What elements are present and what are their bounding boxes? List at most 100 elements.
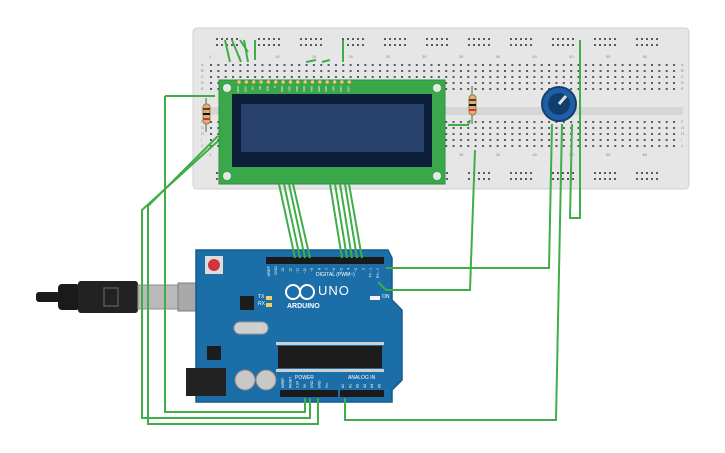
breadboard-hole (609, 172, 611, 174)
breadboard-hole (483, 172, 485, 174)
lcd-pin (310, 79, 315, 85)
breadboard-hole (577, 145, 580, 147)
breadboard-hole (614, 82, 617, 84)
wire[interactable] (243, 39, 249, 63)
breadboard-hole (467, 64, 470, 66)
breadboard-hole (357, 38, 359, 40)
breadboard-hole (651, 178, 653, 180)
breadboard-hole (504, 64, 506, 66)
breadboard-hole (261, 70, 264, 72)
wire[interactable] (141, 140, 311, 419)
breadboard-hole (599, 121, 602, 123)
analog-label: ANALOG IN (348, 375, 376, 381)
lcd-pin (332, 79, 337, 85)
breadboard-hole (467, 82, 470, 84)
lcd-mount-hole (433, 84, 441, 92)
wire[interactable] (348, 183, 363, 259)
breadboard-hole (567, 178, 569, 180)
breadboard-hole (548, 64, 551, 66)
breadboard-hole (555, 127, 558, 129)
breadboard-hole (604, 44, 606, 46)
wire[interactable] (448, 119, 471, 126)
breadboard-hole (636, 133, 639, 135)
breadboard-hole (628, 82, 631, 84)
breadboard-hole (389, 44, 391, 46)
breadboard-hole (510, 172, 512, 174)
wire[interactable] (278, 183, 296, 259)
lcd-pin-label: DB1 (287, 86, 291, 92)
breadboard-row-letter: B (681, 68, 684, 73)
breadboard-hole (621, 76, 624, 78)
breadboard-hole (386, 76, 389, 78)
breadboard-hole (592, 76, 595, 78)
wire[interactable] (283, 183, 301, 259)
wire[interactable] (339, 183, 353, 259)
wire[interactable] (231, 39, 242, 63)
breadboard-hole (562, 76, 565, 78)
breadboard-hole (656, 38, 658, 40)
breadboard-hole (520, 172, 522, 174)
wire[interactable] (164, 96, 306, 413)
breadboard-hole (452, 127, 455, 129)
breadboard-hole (592, 121, 595, 123)
breadboard-hole (665, 76, 668, 78)
resistor-icon[interactable] (202, 98, 211, 132)
wire[interactable] (321, 59, 331, 63)
lcd-mount-hole (223, 172, 231, 180)
usb-cable-icon[interactable] (36, 281, 205, 313)
breadboard-hole (651, 44, 653, 46)
wire[interactable] (386, 123, 553, 269)
breadboard-hole (651, 121, 653, 123)
breadboard-hole (526, 64, 529, 66)
power-header (280, 390, 338, 397)
potentiometer-icon[interactable] (541, 86, 577, 122)
reset-button[interactable] (208, 259, 220, 271)
wire[interactable] (344, 123, 563, 421)
breadboard-hole (399, 38, 401, 40)
breadboard-hole (327, 76, 330, 78)
wire[interactable] (305, 59, 317, 63)
wire[interactable] (292, 183, 311, 259)
breadboard-hole (430, 76, 433, 78)
breadboard-hole (210, 76, 212, 78)
breadboard-hole (483, 178, 485, 180)
breadboard-hole (362, 38, 364, 40)
breadboard-column-number: 35 (459, 54, 464, 59)
breadboard-hole (511, 133, 514, 135)
wire[interactable] (329, 183, 343, 259)
breadboard-hole (467, 76, 470, 78)
breadboard-hole (467, 139, 470, 141)
breadboard-hole (478, 44, 480, 46)
wire[interactable] (344, 183, 358, 259)
resistor-band (203, 108, 210, 110)
breadboard-hole (525, 44, 527, 46)
wire[interactable] (239, 39, 249, 53)
wire[interactable] (224, 39, 231, 63)
breadboard-hole (665, 133, 668, 135)
breadboard-hole (621, 145, 624, 147)
breadboard-hole (496, 133, 499, 135)
breadboard-hole (426, 44, 428, 46)
wire[interactable] (377, 149, 476, 291)
lcd-pin-label: DB7 (332, 86, 336, 92)
breadboard-hole (562, 127, 565, 129)
breadboard-hole (246, 70, 249, 72)
wire[interactable] (334, 183, 348, 259)
wire[interactable] (568, 40, 581, 219)
breadboard-hole (643, 139, 646, 141)
resistor-icon[interactable] (468, 86, 477, 124)
breadboard-hole (621, 127, 624, 129)
breadboard-hole (371, 76, 374, 78)
breadboard-hole (673, 70, 676, 72)
breadboard-hole (489, 139, 492, 141)
breadboard-hole (278, 38, 280, 40)
breadboard-column-number: 1 (209, 54, 212, 59)
breadboard-hole (562, 64, 565, 66)
lcd-mount-hole (433, 172, 441, 180)
wire[interactable] (288, 183, 306, 259)
breadboard-hole (478, 178, 480, 180)
breadboard-hole (577, 88, 580, 90)
breadboard-hole (540, 64, 543, 66)
